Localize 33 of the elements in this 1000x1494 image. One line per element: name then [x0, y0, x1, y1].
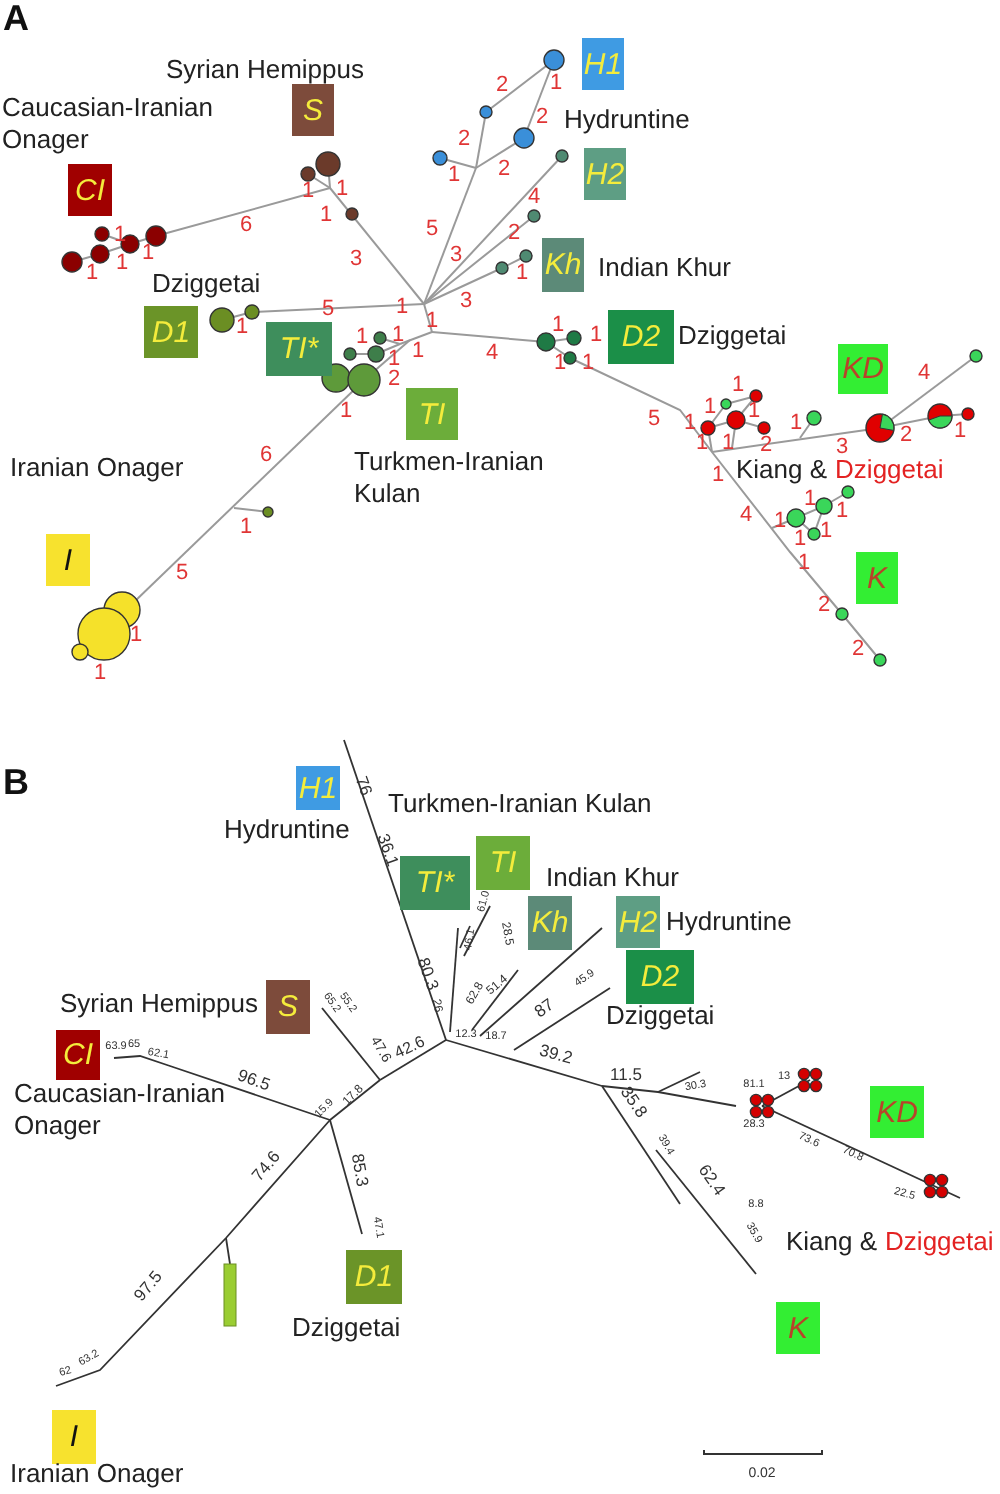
- population-tag: CI: [56, 1030, 100, 1080]
- population-name: Caucasian-Iranian Onager: [14, 1078, 228, 1142]
- population-name: Kiang &: [786, 1226, 878, 1258]
- branch-support-value: 36.1: [374, 831, 402, 869]
- population-tag: KD: [870, 1086, 924, 1138]
- panel-letter: B: [3, 764, 29, 800]
- population-tag: TI*: [400, 856, 470, 910]
- population-tag: K: [776, 1302, 820, 1354]
- population-tag: Kh: [528, 896, 572, 950]
- mutation-count: 1: [93, 663, 107, 685]
- branch-support-value: 87: [531, 995, 557, 1021]
- population-name: Dziggetai: [292, 1312, 401, 1344]
- population-tag: D2: [626, 950, 694, 1004]
- population-name: Syrian Hemippus: [60, 988, 258, 1020]
- population-name: Indian Khur: [546, 862, 679, 894]
- branch-support-value: 11.5: [610, 1065, 642, 1083]
- population-tag: S: [266, 980, 310, 1034]
- population-tag: I: [52, 1410, 96, 1464]
- population-name: Dziggetai: [885, 1226, 994, 1258]
- branch-support-value: 42.6: [392, 1034, 428, 1062]
- population-name: Iranian Onager: [10, 1458, 184, 1490]
- population-name: Dziggetai: [606, 1000, 715, 1032]
- panel-letter: A: [3, 0, 29, 36]
- population-tag: H1: [296, 766, 340, 810]
- population-name: Turkmen-Iranian Kulan: [388, 788, 652, 820]
- branch-support-value: 85.3: [348, 1152, 372, 1188]
- population-name: Hydruntine: [666, 906, 792, 938]
- population-name: Hydruntine: [224, 814, 350, 846]
- branch-support-value: 39.2: [537, 1041, 575, 1067]
- population-tag: D1: [346, 1250, 402, 1304]
- population-tag: H2: [616, 896, 660, 948]
- branch-support-value: 96.5: [235, 1066, 273, 1094]
- population-tag: TI: [476, 836, 530, 890]
